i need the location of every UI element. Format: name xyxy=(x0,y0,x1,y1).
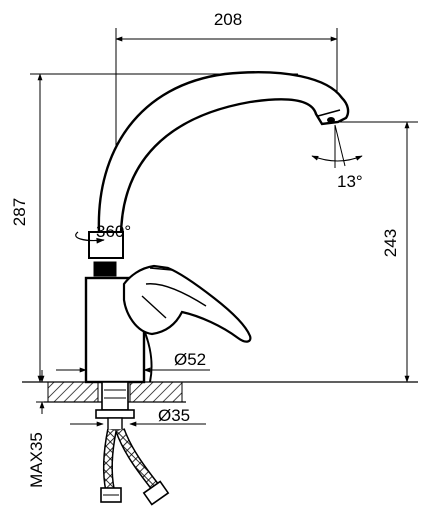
spout-height-label: 243 xyxy=(381,229,400,257)
hole-diameter-dimension: Ø35 xyxy=(70,406,206,427)
mounting-assembly xyxy=(95,381,135,431)
rotation-indicator: 360° xyxy=(75,222,131,244)
hole-diameter-label: Ø35 xyxy=(158,406,190,425)
top-width-label: 208 xyxy=(214,10,242,29)
faucet-spout xyxy=(97,71,350,242)
countertop-section xyxy=(22,381,418,403)
supply-hose-right xyxy=(115,428,170,506)
max-thickness-label: MAX35 xyxy=(27,432,46,488)
total-height-label: 287 xyxy=(10,198,29,226)
spout-angle-label: 13° xyxy=(337,172,363,191)
rotation-label: 360° xyxy=(96,222,131,241)
supply-hose-left xyxy=(100,429,122,503)
body-diameter-dimension: Ø52 xyxy=(56,350,210,373)
spout-height-dimension: 243 xyxy=(340,121,418,383)
body-diameter-label: Ø52 xyxy=(174,350,206,369)
lever-handle xyxy=(122,264,252,343)
spout-angle-indicator: 13° xyxy=(311,124,363,191)
max-thickness-dimension: MAX35 xyxy=(27,370,50,488)
